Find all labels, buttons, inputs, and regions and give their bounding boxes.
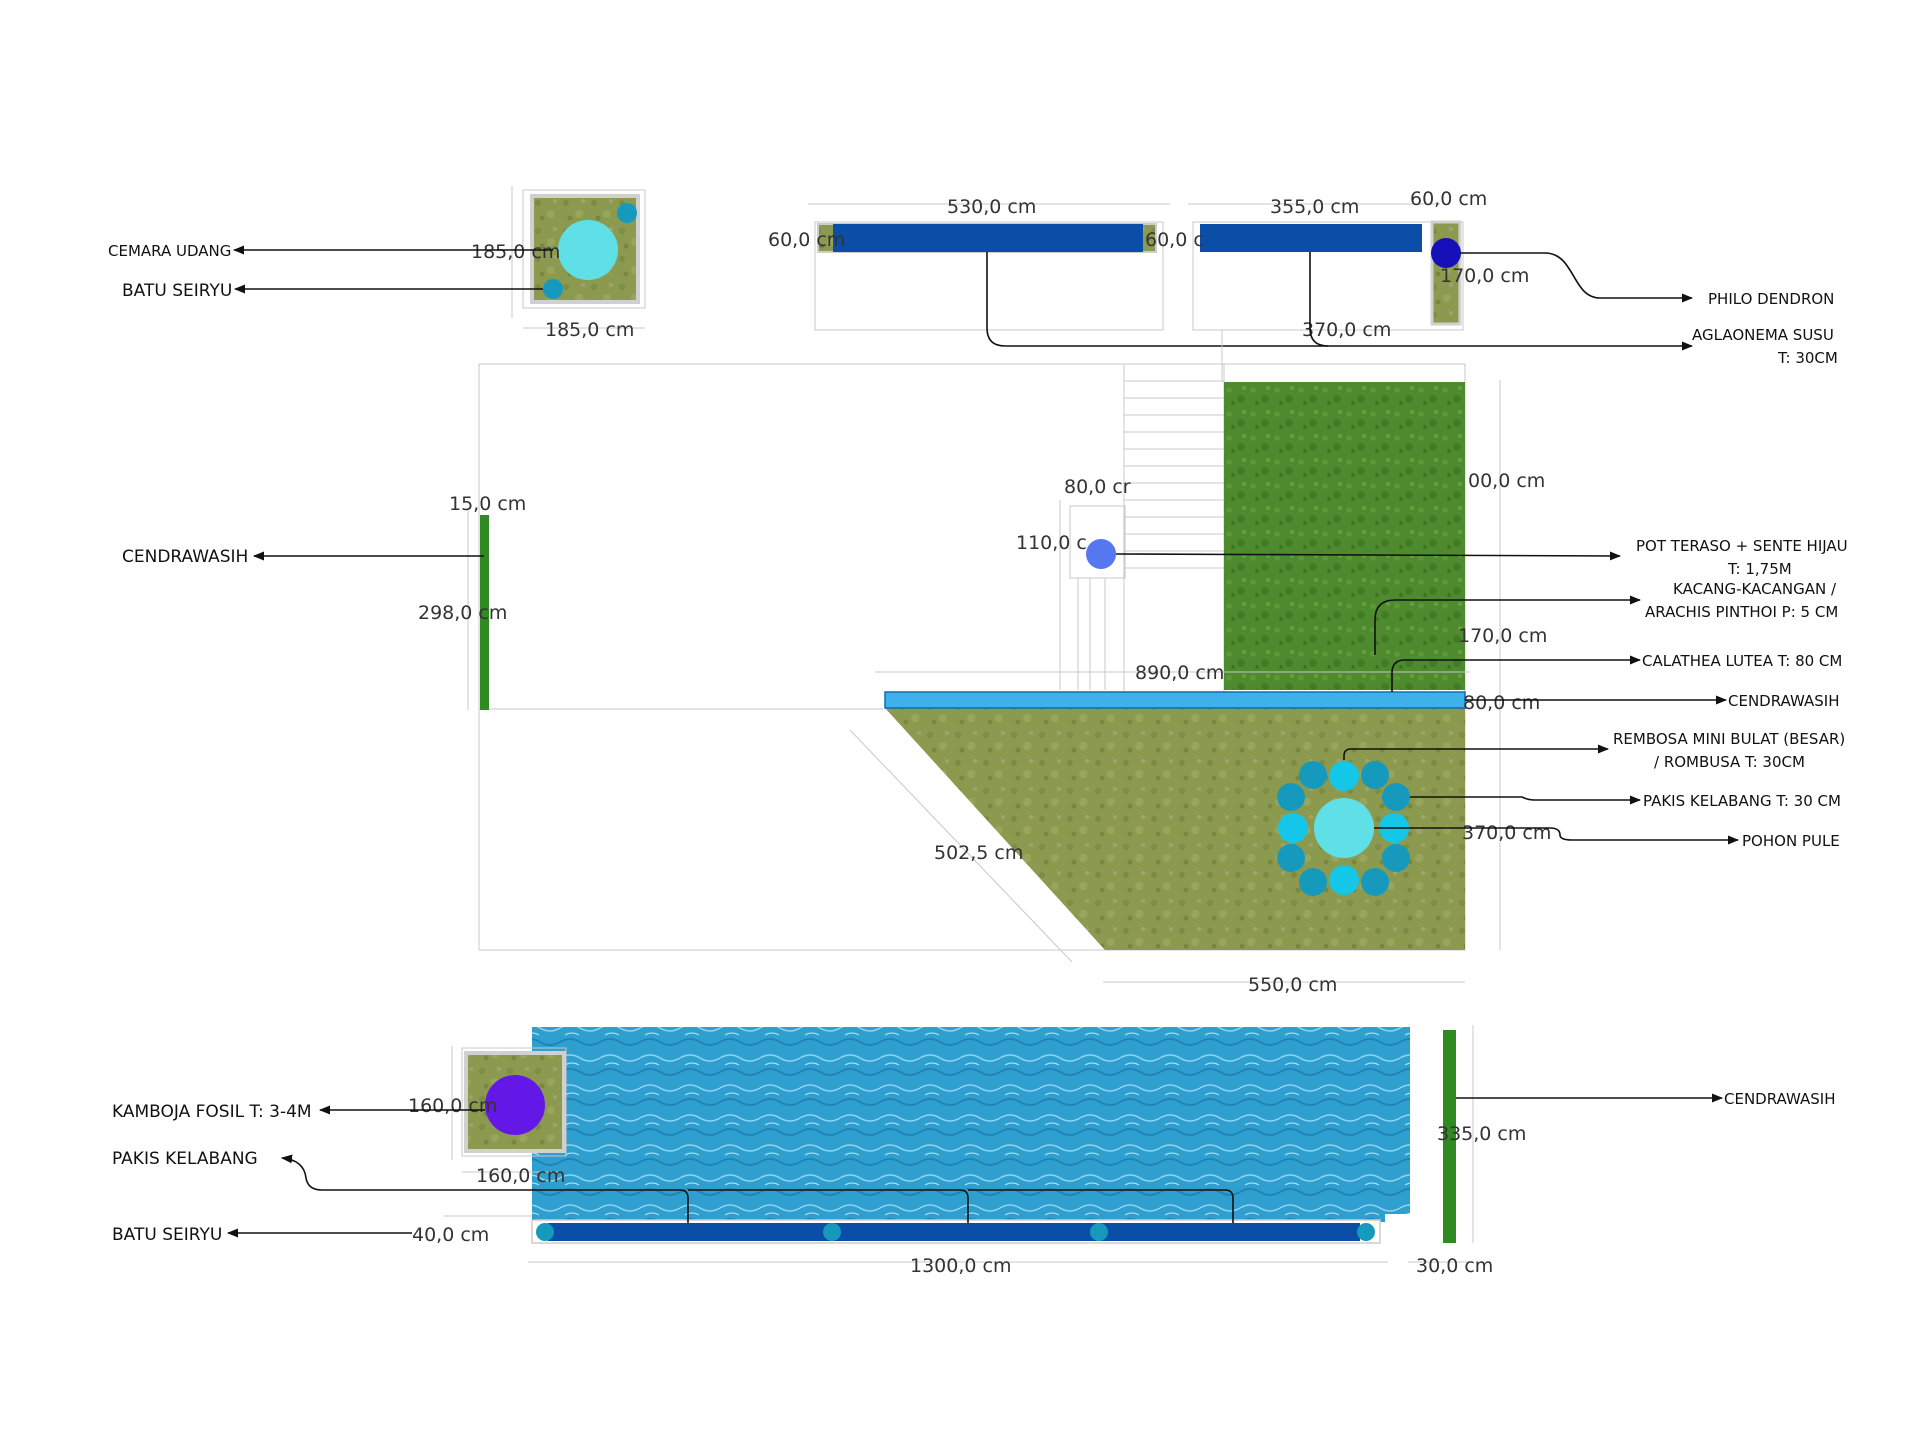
- pot-teraso-plant: [1086, 539, 1116, 569]
- dim-80-strip: 80,0 cm: [1463, 692, 1540, 714]
- label-aglaonema-1: AGLAONEMA SUSU: [1692, 326, 1834, 344]
- batu-seiryu-stone: [1090, 1223, 1108, 1241]
- label-kacang-1: KACANG-KACANGAN /: [1673, 580, 1837, 598]
- dim-15: 15,0 cm: [449, 493, 526, 515]
- label-pot-teraso-2: T: 1,75M: [1727, 560, 1792, 578]
- dim-355: 355,0 cm: [1270, 196, 1359, 218]
- stair-steps: [1124, 380, 1224, 569]
- dim-30: 30,0 cm: [1416, 1255, 1493, 1277]
- batu-seiryu-stone: [543, 279, 563, 299]
- dim-1300: 1300,0 cm: [910, 1255, 1011, 1277]
- rembosa-shrub: [1299, 868, 1327, 896]
- label-kamboja-fosil: KAMBOJA FOSIL T: 3-4M: [112, 1102, 312, 1122]
- batu-seiryu-strip: [548, 1223, 1360, 1241]
- aglaonema-strip: [1200, 224, 1422, 252]
- arrow-icon: [1374, 595, 1642, 655]
- dim-60-left: 60,0 cm: [768, 229, 845, 251]
- pakis-kelabang-shrub: [1277, 783, 1305, 811]
- dim-185-height: 185,0 cm: [545, 319, 634, 341]
- label-aglaonema-2: T: 30CM: [1777, 349, 1838, 367]
- batu-seiryu-stone: [1357, 1223, 1375, 1241]
- planter-strip-355: [1188, 203, 1464, 331]
- label-pot-teraso-1: POT TERASO + SENTE HIJAU: [1636, 537, 1848, 555]
- planter-strip-530: [808, 203, 1170, 331]
- dim-80-pot: 80,0 cr: [1064, 476, 1131, 498]
- label-pohon-pule: POHON PULE: [1742, 832, 1840, 850]
- dim-370-bed: 370,0 cm: [1462, 822, 1551, 844]
- dim-40: 40,0 cm: [412, 1224, 489, 1246]
- pool-area: [444, 1025, 1474, 1263]
- label-batu-seiryu-top: BATU SEIRYU: [122, 281, 232, 301]
- rembosa-shrub: [1329, 865, 1359, 895]
- arrow-icon: [688, 1189, 969, 1223]
- dim-335: 335,0 cm: [1437, 1123, 1526, 1145]
- label-pakis-kelabang-pool: PAKIS KELABANG: [112, 1149, 258, 1169]
- arrow-icon: [1410, 795, 1642, 805]
- rembosa-shrub: [1361, 761, 1389, 789]
- dim-370-top: 370,0 cm: [1302, 319, 1391, 341]
- label-rembosa-2: / ROMBUSA T: 30CM: [1654, 753, 1805, 771]
- batu-seiryu-stone: [823, 1223, 841, 1241]
- arrow-icon: [1374, 827, 1740, 845]
- batu-seiryu-stone: [536, 1223, 554, 1241]
- cendrawasih-hedge-right: [1443, 1030, 1456, 1243]
- dim-890: 890,0 cm: [1135, 662, 1224, 684]
- philodendron-plant: [1431, 238, 1461, 268]
- kamboja-fosil-tree: [485, 1075, 545, 1135]
- dim-502-5: 502,5 cm: [934, 842, 1023, 864]
- arrow-icon: [1391, 655, 1642, 692]
- label-cendrawasih-strip: CENDRAWASIH: [1728, 692, 1839, 710]
- arrow-icon: [280, 1154, 689, 1223]
- pakis-kelabang-shrub: [1382, 783, 1410, 811]
- batu-seiryu-stone: [617, 203, 637, 223]
- garden-bed-triangle: [885, 708, 1465, 950]
- dim-1000: 00,0 cm: [1468, 470, 1545, 492]
- dim-170-lawn: 170,0 cm: [1458, 625, 1547, 647]
- rembosa-shrub: [1278, 813, 1308, 843]
- dim-170-top: 170,0 cm: [1440, 265, 1529, 287]
- main-site: [467, 330, 1501, 983]
- dim-110: 110,0 c: [1016, 532, 1087, 554]
- arrow-icon: [1309, 252, 1329, 347]
- cemara-udang-plant: [558, 220, 618, 280]
- rembosa-shrub: [1329, 761, 1359, 791]
- planter-cemara: [511, 186, 646, 329]
- label-cemara-udang: CEMARA UDANG: [108, 242, 231, 260]
- pakis-kelabang-shrub: [1382, 844, 1410, 872]
- dim-550: 550,0 cm: [1248, 974, 1337, 996]
- arrow-icon: [986, 252, 1694, 351]
- arrow-icon: [1460, 252, 1694, 303]
- dim-530: 530,0 cm: [947, 196, 1036, 218]
- dim-60-mid: 60,0 c: [1145, 229, 1204, 251]
- aglaonema-strip: [833, 224, 1143, 252]
- plant-cluster: [1277, 761, 1410, 896]
- cendrawasih-hedge-left: [480, 515, 489, 710]
- arrow-icon: [968, 1189, 1234, 1223]
- rembosa-shrub: [1361, 868, 1389, 896]
- label-calathea: CALATHEA LUTEA T: 80 CM: [1642, 652, 1842, 670]
- dim-60-right: 60,0 cm: [1410, 188, 1487, 210]
- label-pakis-kelabang: PAKIS KELABANG T: 30 CM: [1643, 792, 1841, 810]
- swimming-pool: [532, 1027, 1410, 1222]
- calathea-strip: [884, 691, 1466, 709]
- pohon-pule-tree: [1314, 798, 1374, 858]
- arrow-icon: [1343, 744, 1610, 760]
- arrow-icon: [1115, 551, 1622, 561]
- dim-298: 298,0 cm: [418, 602, 507, 624]
- label-philodendron: PHILO DENDRON: [1708, 290, 1834, 308]
- dim-160-width: 160,0 cm: [408, 1095, 497, 1117]
- label-cendrawasih-left: CENDRAWASIH: [122, 547, 248, 567]
- label-kacang-2: ARACHIS PINTHOI P: 5 CM: [1645, 603, 1838, 621]
- label-cendrawasih-pool: CENDRAWASIH: [1724, 1090, 1835, 1108]
- dim-185-width: 185,0 cm: [471, 241, 560, 263]
- dim-160-height: 160,0 cm: [476, 1165, 565, 1187]
- rembosa-shrub: [1299, 761, 1327, 789]
- label-rembosa-1: REMBOSA MINI BULAT (BESAR): [1613, 730, 1845, 748]
- lawn-kacang-kacangan: [1224, 382, 1465, 690]
- label-batu-seiryu-pool: BATU SEIRYU: [112, 1225, 222, 1245]
- pakis-kelabang-shrub: [1277, 844, 1305, 872]
